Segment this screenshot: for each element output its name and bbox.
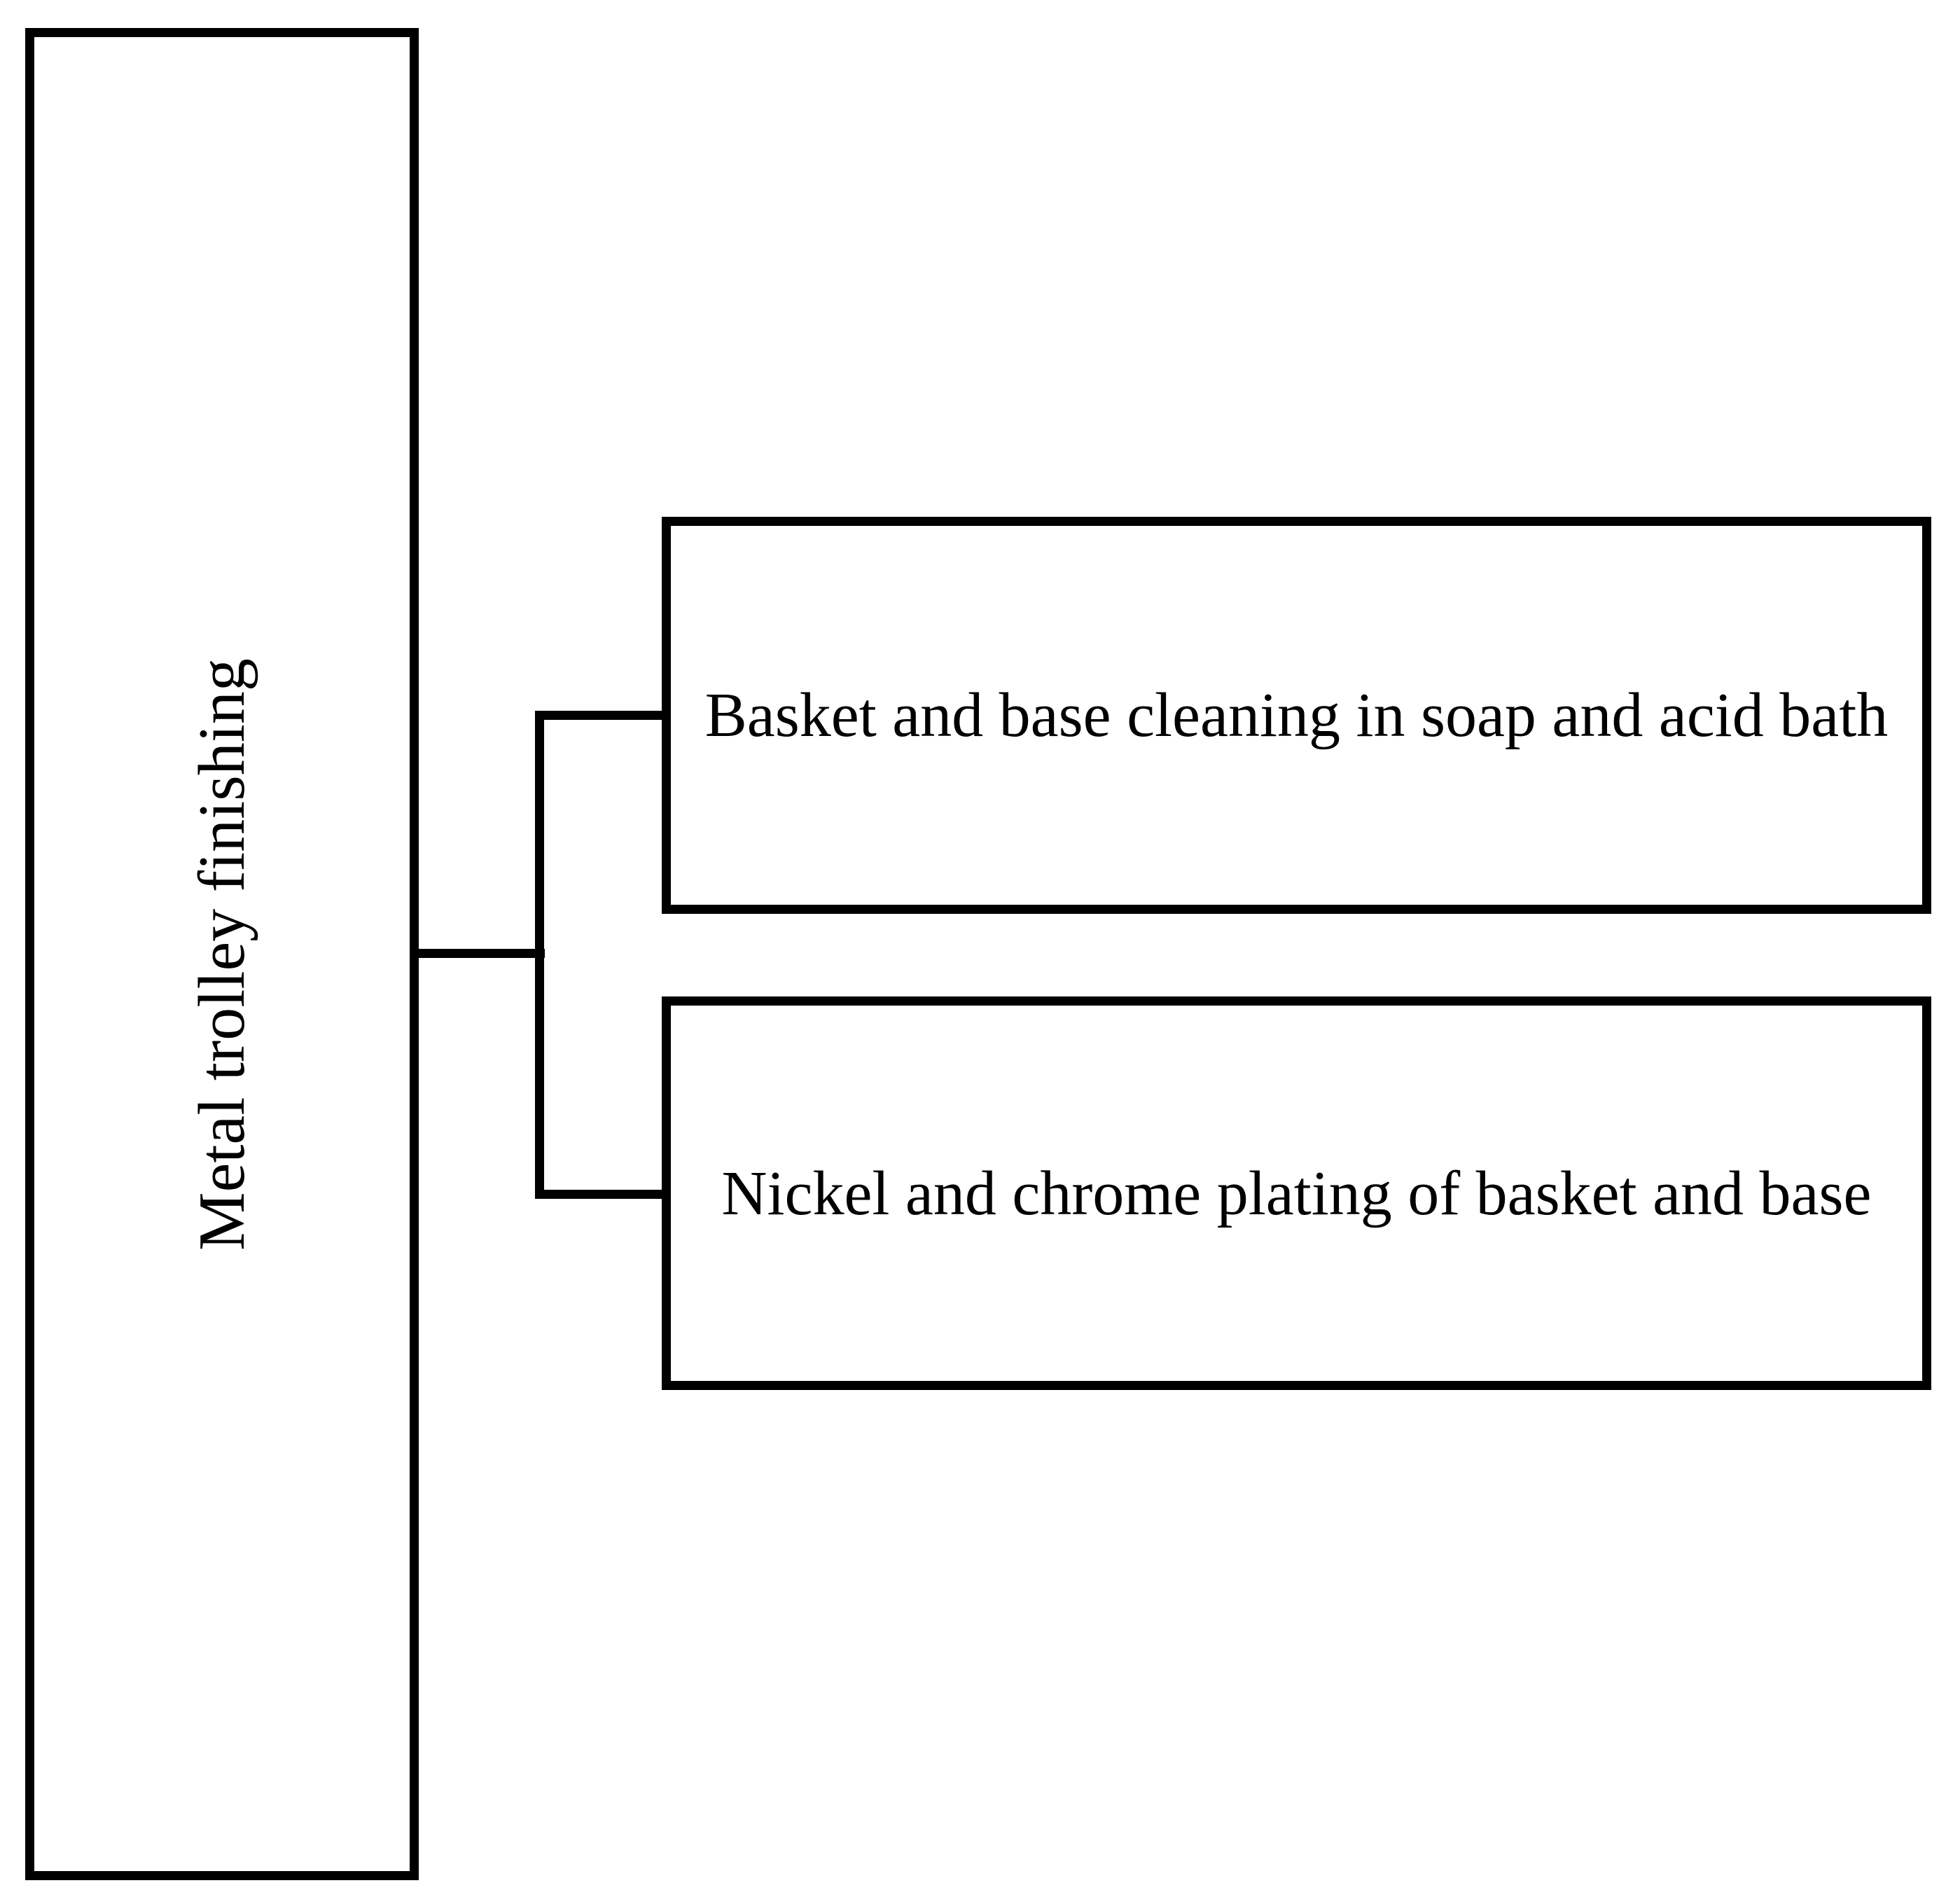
connector-stub-to-child-2: [535, 1190, 662, 1199]
root-node-label: Metal trolley finishing: [186, 658, 258, 1251]
connector-branch-vertical-line: [535, 711, 544, 1199]
child-node-1: Basket and base cleaning in soap and aci…: [662, 517, 1931, 914]
child-node-1-label: Basket and base cleaning in soap and aci…: [704, 681, 1889, 750]
connector-trunk-line: [419, 949, 545, 958]
root-node: Metal trolley finishing: [25, 28, 419, 1880]
child-node-2-label: Nickel and chrome plating of basket and …: [721, 1158, 1872, 1228]
child-node-2: Nickel and chrome plating of basket and …: [662, 996, 1931, 1390]
connector-stub-to-child-1: [535, 711, 662, 720]
